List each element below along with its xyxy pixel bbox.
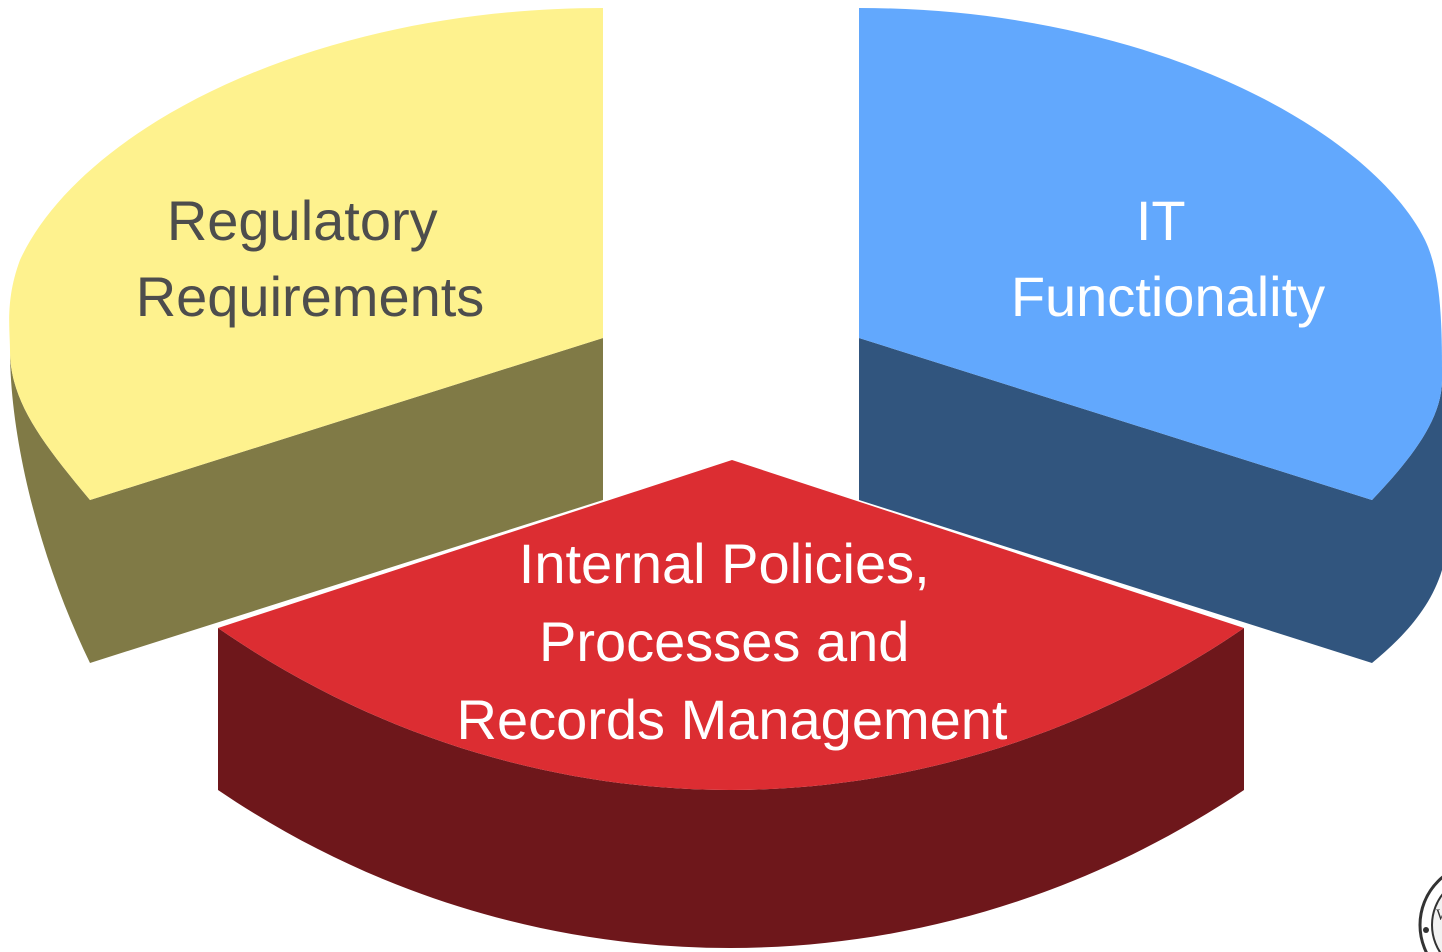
segment-it-label: IT Functionality: [1011, 189, 1325, 328]
segment-regulatory-label: Regulatory Requirements: [136, 189, 485, 328]
segment-internal-label-line-1: Internal Policies,: [519, 532, 930, 595]
segment-it-top: [859, 8, 1442, 500]
segment-it-label-line-2: Functionality: [1011, 265, 1325, 328]
segment-internal-side: [218, 628, 1244, 948]
segment-it-side: [859, 338, 1442, 663]
segment-internal-label-line-2: Processes and: [539, 610, 909, 673]
seal-text: W: [1436, 907, 1442, 924]
segment-internal-label: Internal Policies, Processes and Records…: [457, 532, 1008, 751]
segment-internal-top: [218, 460, 1244, 790]
segment-regulatory-label-line-2: Requirements: [136, 265, 485, 328]
segment-internal-policies: Internal Policies, Processes and Records…: [218, 460, 1244, 948]
segment-regulatory-side: [10, 338, 603, 663]
segment-regulatory-requirements: Regulatory Requirements: [9, 8, 603, 663]
segment-regulatory-top: [9, 8, 603, 500]
segment-it-label-line-1: IT: [1136, 189, 1185, 252]
seal-icon: W: [1418, 875, 1442, 952]
segment-internal-label-line-3: Records Management: [457, 688, 1008, 751]
segment-it-functionality: IT Functionality: [859, 8, 1442, 663]
segment-regulatory-label-line-1: Regulatory: [167, 189, 438, 252]
